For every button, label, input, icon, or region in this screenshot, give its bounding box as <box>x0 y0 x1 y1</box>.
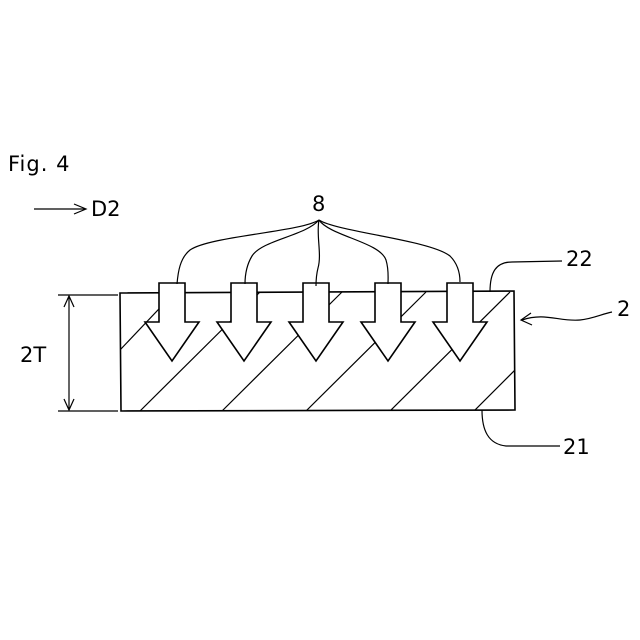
block-arrow-3 <box>289 283 343 361</box>
label-bottom-layer: 21 <box>563 435 590 459</box>
label-2-indicator <box>521 312 612 325</box>
label-arrows: 8 <box>312 192 325 216</box>
arrow-group <box>145 283 487 361</box>
block-arrow-2 <box>217 283 271 361</box>
label-21-leader <box>482 410 560 446</box>
block-arrow-1 <box>145 283 199 361</box>
label-element: 2 <box>617 297 630 321</box>
figure-title: Fig. 4 <box>8 152 70 176</box>
label-8-leaders <box>177 220 460 286</box>
block-arrow-4 <box>361 283 415 361</box>
direction-label: D2 <box>91 197 121 221</box>
label-top-layer: 22 <box>566 247 593 271</box>
label-22-leader <box>490 261 562 292</box>
thickness-dimension <box>58 295 118 411</box>
label-thickness: 2T <box>20 343 46 367</box>
direction-indicator: D2 <box>34 197 121 221</box>
block-arrow-5 <box>433 283 487 361</box>
